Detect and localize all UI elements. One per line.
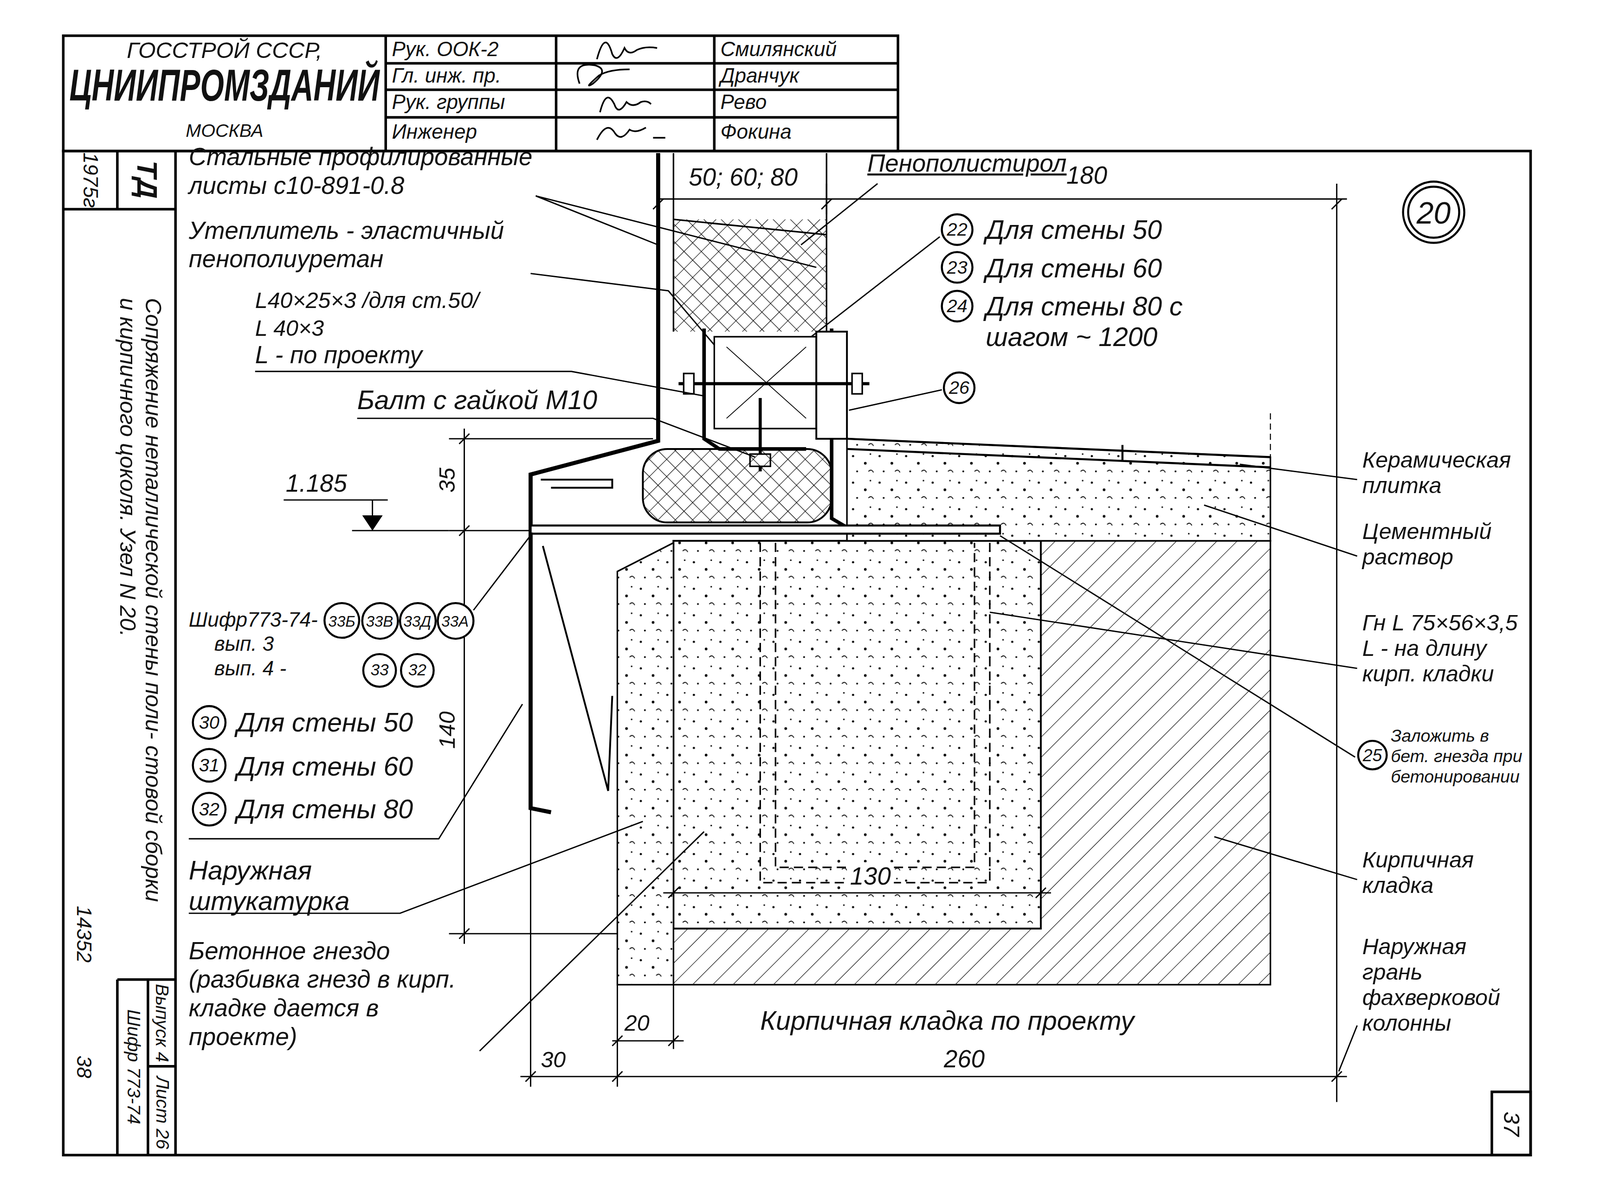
callout-number: 32 bbox=[408, 661, 427, 680]
callout-number: 33А bbox=[441, 612, 469, 630]
callout-number: 32 bbox=[199, 799, 220, 820]
callout-number: 33Б bbox=[328, 612, 356, 630]
brick-masonry bbox=[673, 541, 1271, 986]
ceramic-tile bbox=[846, 438, 1271, 468]
drawing-label: ГОССТРОЙ СССР, bbox=[63, 37, 386, 64]
axis-line bbox=[1270, 413, 1271, 547]
drawing-label: вып. 3 bbox=[214, 632, 274, 657]
drawing-label: Стальные профилированные листы с10-891-0… bbox=[188, 142, 536, 200]
drawing-label: 20 bbox=[624, 1010, 650, 1037]
sheet-frame bbox=[63, 35, 1531, 1156]
callout-circle: 33А bbox=[436, 601, 474, 640]
callout-number: 25 bbox=[1362, 745, 1383, 766]
callout-circle: 33 bbox=[362, 653, 398, 689]
drawing-label: Инженер bbox=[391, 120, 478, 145]
callout-circle: 20 bbox=[1406, 185, 1460, 239]
drawing-label: 260 bbox=[943, 1045, 985, 1075]
drawing-label: 130 bbox=[846, 862, 894, 892]
callout-circle: 33В bbox=[360, 601, 399, 640]
plaster bbox=[617, 542, 674, 986]
callout-circle: 24 bbox=[940, 290, 974, 323]
leader-lines bbox=[188, 183, 1358, 1072]
drawing-label: Для стены 80 bbox=[236, 793, 413, 825]
drawing-label: Рук. ООК-2 bbox=[391, 37, 499, 62]
callout-number: 33В bbox=[366, 612, 394, 630]
callout-number: 33Д bbox=[403, 612, 432, 630]
drawing-label: Наружная штукатурка bbox=[188, 855, 424, 917]
drawing-label: Шифр 773-74 bbox=[121, 1009, 143, 1125]
drawing-label: Шифр773-74- bbox=[188, 608, 318, 633]
drawing-label: ЦНИИПРОМЗДАНИЙ bbox=[63, 59, 386, 112]
callout-circle: 33Д bbox=[398, 601, 437, 640]
callout-circle: 22 bbox=[940, 213, 974, 246]
callout-number: 22 bbox=[947, 219, 968, 240]
drawing-label: Рево bbox=[720, 90, 767, 115]
base-plate bbox=[530, 525, 1000, 535]
drawing-label: L - по проекту bbox=[255, 341, 423, 370]
drawing-label: Для стены 60 bbox=[236, 751, 413, 782]
drawing-label: L 40×3 bbox=[255, 315, 324, 342]
drawing-label: вып. 4 - bbox=[214, 657, 287, 682]
callout-circle: 31 bbox=[191, 748, 227, 783]
drawing-label: Утеплитель - эластичный пенополиуретан bbox=[188, 216, 531, 274]
drawing-label: 50; 60; 80 bbox=[688, 163, 798, 193]
concrete-nest bbox=[673, 541, 1041, 930]
callout-number: 24 bbox=[947, 296, 968, 317]
drawing-label: Кирпичная кладка по проекту bbox=[760, 1005, 1135, 1037]
callout-number: 30 bbox=[199, 712, 220, 733]
embedded-angle bbox=[760, 542, 990, 884]
drawing-label: Фокина bbox=[720, 120, 792, 145]
drawing-label: 37 bbox=[1498, 1111, 1525, 1137]
drawing-label: Для стены 80 с шагом ~ 1200 bbox=[985, 290, 1262, 353]
callout-circle: 26 bbox=[942, 371, 976, 405]
signatures bbox=[577, 42, 665, 141]
drawing-label: Наружная грань фахверковой колонны bbox=[1362, 934, 1526, 1037]
drawing-label: L40×25×3 /для ст.50/ bbox=[255, 287, 480, 314]
callout-number: 20 bbox=[1416, 195, 1451, 230]
callout-circle: 32 bbox=[400, 653, 435, 689]
elastic-foam bbox=[642, 449, 832, 523]
drawing-label: 38 bbox=[71, 1055, 96, 1078]
drawing-label: Керамическая плитка bbox=[1362, 447, 1526, 499]
drawing-label: Рук. группы bbox=[391, 90, 505, 115]
drawing-label: Заложить в бет. гнезда при бетонировании bbox=[1390, 726, 1528, 788]
callout-circle: 30 bbox=[191, 705, 227, 741]
drawing-label: Пенополистирол bbox=[867, 148, 1067, 178]
drawing-label: 180 bbox=[1066, 161, 1108, 191]
drawing-label: Для стены 60 bbox=[985, 253, 1162, 284]
callout-circle: 32 bbox=[191, 792, 227, 827]
drawing-label: МОСКВА bbox=[63, 120, 386, 142]
drawing-label: 30 bbox=[540, 1047, 566, 1073]
drawing-label: 35 bbox=[434, 467, 460, 493]
drawing-label: Гн L 75×56×3,5 L - на длину кирп. кладки bbox=[1362, 610, 1526, 687]
drawing-label: Кирпичная кладка bbox=[1362, 847, 1526, 899]
callout-number: 26 bbox=[948, 377, 970, 399]
drawing-label: 14352 bbox=[71, 905, 96, 963]
callout-circle: 25 bbox=[1357, 740, 1388, 771]
drawing-label: Бетонное гнездо (разбивка гнезд в кирп. … bbox=[188, 936, 480, 1052]
callout-number: 33 bbox=[370, 661, 389, 680]
drawing-label: Цементный раствор bbox=[1362, 518, 1526, 570]
callout-number: 31 bbox=[199, 755, 220, 776]
sheet-title: Сопряжение неталлической стены поли- сто… bbox=[115, 297, 167, 911]
drawing-label: 140 bbox=[433, 710, 460, 749]
callout-circle: 23 bbox=[940, 251, 974, 284]
drawing-label: Балт с гайкой М10 bbox=[357, 384, 598, 416]
drawing-label: Для стены 50 bbox=[985, 214, 1162, 246]
drawing-label: Лист 26 bbox=[150, 1076, 173, 1149]
outer-steel-sheet bbox=[530, 153, 659, 813]
drawing-label: Гл. инж. пр. bbox=[391, 64, 501, 89]
drawing-label: 1975г bbox=[78, 151, 103, 208]
callout-number: 23 bbox=[947, 257, 968, 278]
level-mark bbox=[362, 515, 383, 531]
drawing-label: Смилянский bbox=[720, 37, 837, 62]
drawing-label: 1.185 bbox=[285, 469, 348, 499]
drawing-label: ТД bbox=[129, 160, 163, 199]
drawing-label: Для стены 50 bbox=[236, 707, 413, 738]
drawing-label: Дранчук bbox=[720, 64, 800, 89]
callout-circle: 33Б bbox=[323, 602, 361, 639]
drawing-label: Выпуск 4 bbox=[150, 983, 172, 1063]
